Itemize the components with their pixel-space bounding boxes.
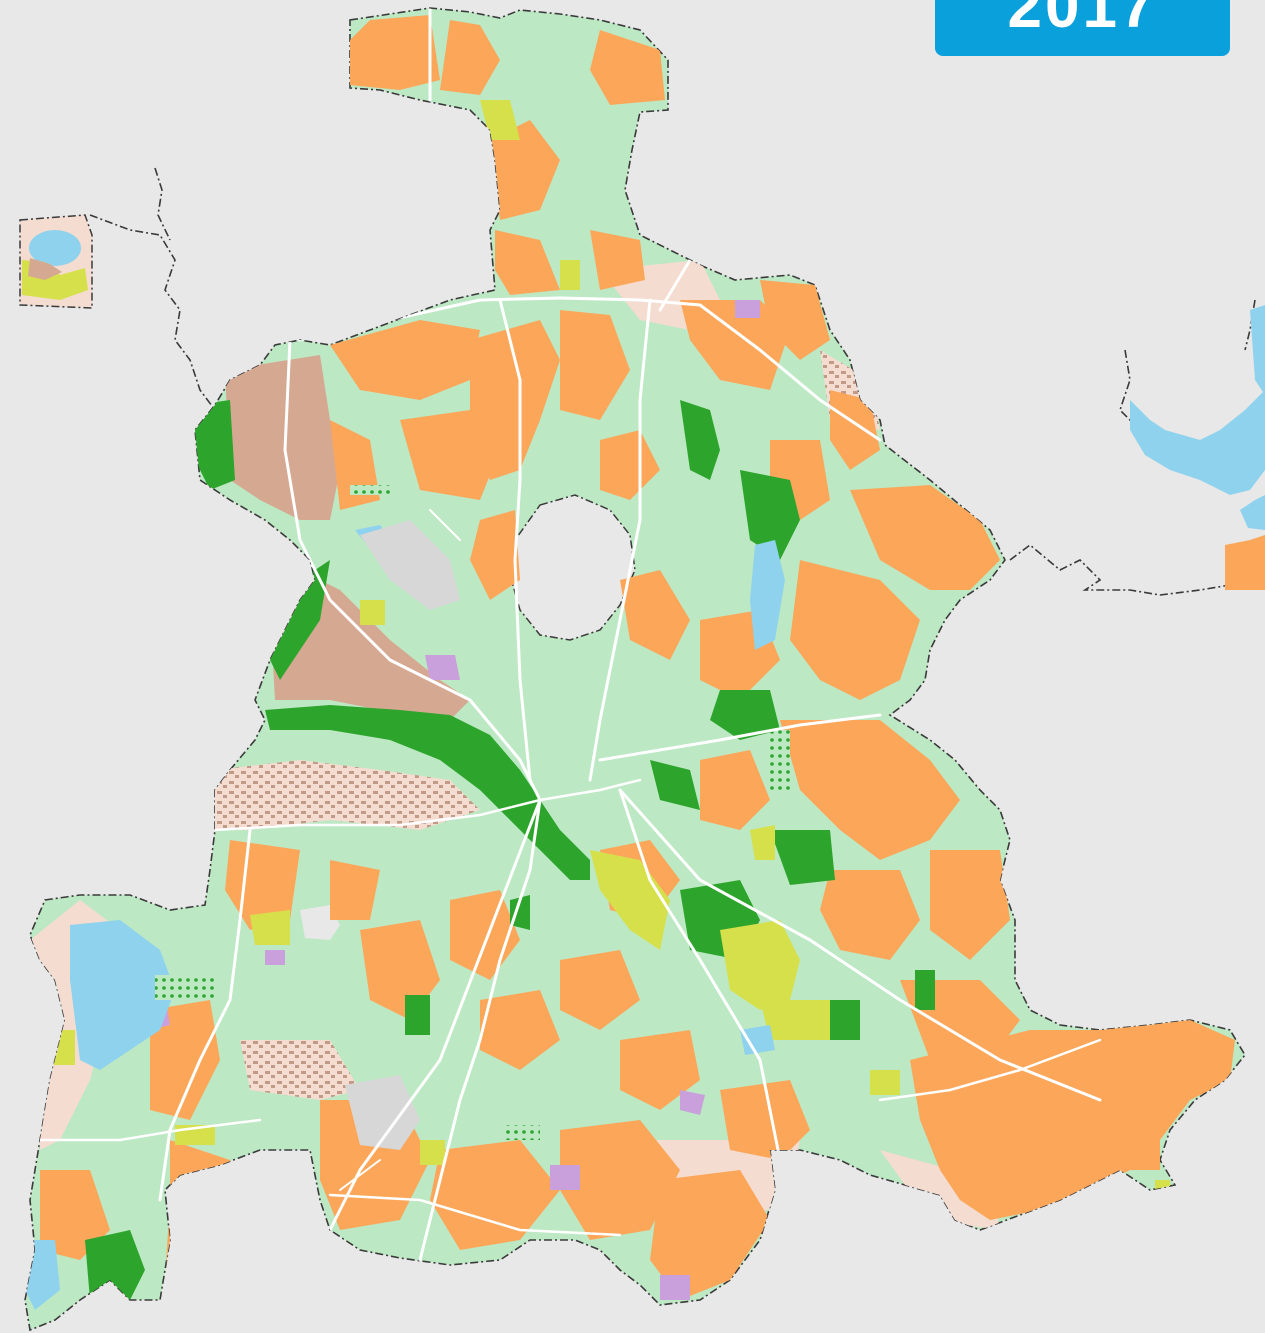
land-use-patches <box>25 15 1235 1310</box>
year-badge: 2017 <box>935 0 1230 56</box>
highways <box>38 8 1102 1262</box>
east-lake <box>1130 305 1265 590</box>
northwest-enclave <box>19 214 93 309</box>
year-label: 2017 <box>1007 0 1158 41</box>
